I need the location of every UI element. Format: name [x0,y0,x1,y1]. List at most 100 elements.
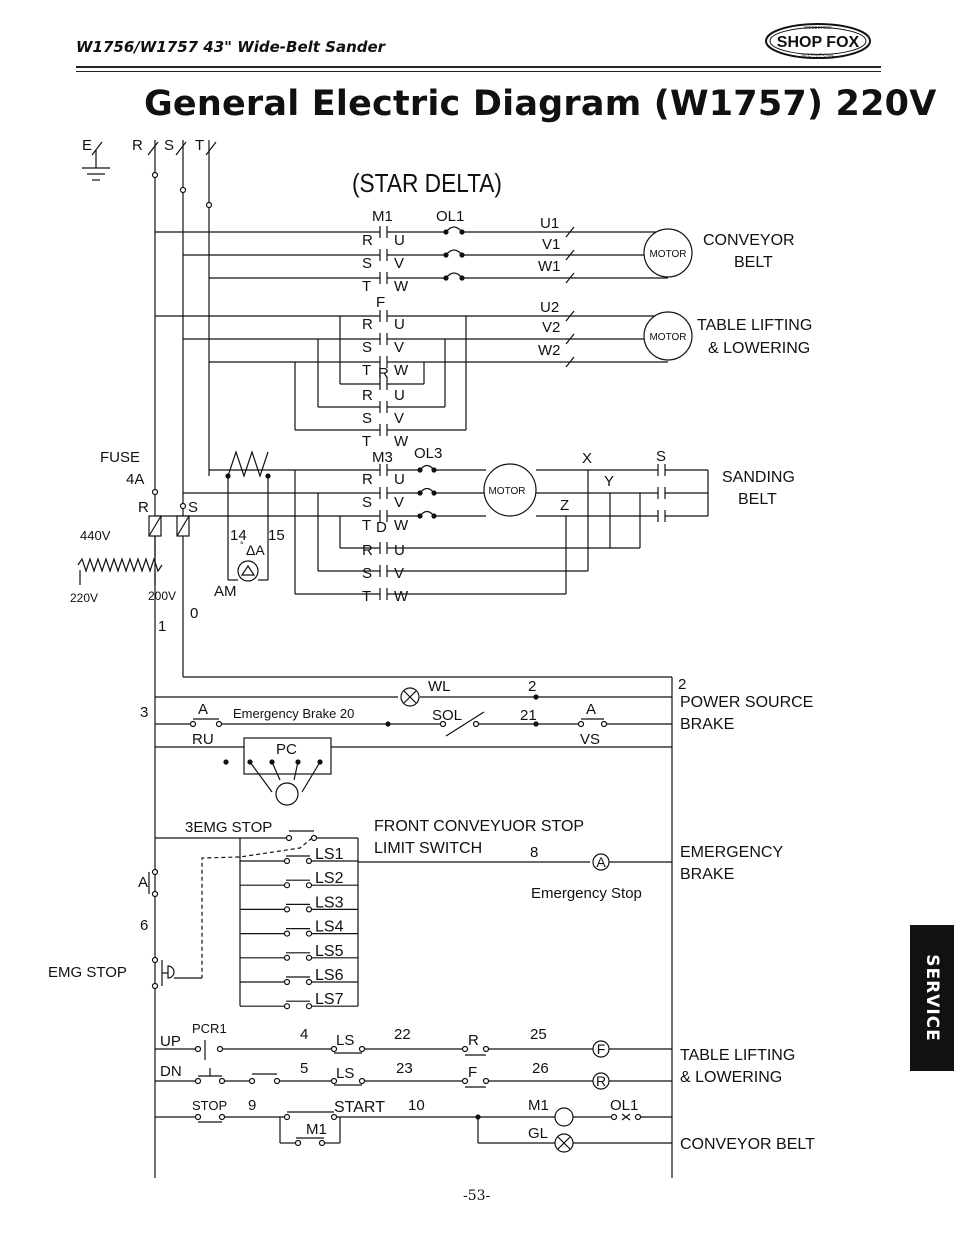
svg-text:R: R [362,471,373,488]
svg-text:LS: LS [336,1065,354,1082]
svg-text:PC: PC [276,741,297,758]
document-header-title: W1756/W1757 43" Wide-Belt Sander [76,38,386,56]
svg-text:SANDING: SANDING [722,469,795,486]
svg-text:R: R [362,387,373,404]
svg-text:R: R [378,365,389,382]
table-control: UP PCR1 4 LS 22 R 25 F DN [155,1021,795,1090]
svg-text:U2: U2 [540,299,559,316]
svg-text:VS: VS [580,731,600,748]
svg-text:10: 10 [408,1097,425,1114]
svg-text:220V: 220V [70,591,98,605]
svg-text:A: A [596,854,606,870]
svg-text:S: S [362,410,372,427]
svg-text:BRAKE: BRAKE [680,866,734,883]
svg-text:21: 21 [520,707,537,724]
svg-text:ΔA: ΔA [246,542,265,558]
svg-text:R: R [362,316,373,333]
svg-text:BELT: BELT [738,491,777,508]
supply-inputs: E R S T [82,137,217,181]
svg-text:X: X [582,450,592,467]
svg-text:W: W [394,362,409,379]
svg-text:TABLE LIFTING: TABLE LIFTING [697,317,812,334]
service-tab[interactable]: SERVICE [910,925,954,1071]
svg-text:440V: 440V [80,528,111,543]
svg-text:15: 15 [268,527,285,544]
svg-text:T: T [362,517,371,534]
svg-text:25: 25 [530,1026,547,1043]
svg-text:T: T [362,362,371,379]
svg-text:V: V [394,494,404,511]
svg-text:WL: WL [428,678,451,695]
svg-text:5: 5 [300,1060,308,1077]
svg-text:W: W [394,517,409,534]
svg-text:A: A [198,701,208,718]
svg-text:R: R [362,542,373,559]
svg-text:INTERNATIONAL: INTERNATIONAL [801,53,835,58]
svg-text:T: T [362,588,371,605]
svg-text:FUSE: FUSE [100,449,140,466]
svg-text:WOODSTOCK: WOODSTOCK [804,25,832,30]
svg-text:S: S [164,137,174,154]
svg-text:OL3: OL3 [414,445,442,462]
svg-text:SOL: SOL [432,707,462,724]
svg-text:F: F [376,294,385,311]
limit-switch-ls5: LS5 [315,943,344,960]
svg-text:LS: LS [336,1032,354,1049]
svg-text:U: U [394,542,405,559]
svg-text:CONVEYOR: CONVEYOR [703,232,795,249]
svg-text:SHOP FOX: SHOP FOX [777,34,860,51]
service-tab-label: SERVICE [922,954,942,1042]
svg-text:9: 9 [248,1097,256,1114]
svg-text:S: S [362,339,372,356]
limit-switch-ls1: LS1 [315,846,344,863]
svg-text:T: T [195,137,204,154]
svg-text:OL1: OL1 [610,1097,638,1114]
svg-text:V2: V2 [542,319,560,336]
svg-text:U1: U1 [540,215,559,232]
svg-text:Y: Y [604,473,614,490]
svg-text:CONVEYOR BELT: CONVEYOR BELT [680,1136,815,1153]
svg-text:200V: 200V [148,589,176,603]
svg-text:V: V [394,255,404,272]
fuse-transformer: FUSE 4A R S 440V 220V 200V 1 0 14 15 ° Δ… [70,449,285,635]
svg-text:2: 2 [678,676,686,693]
svg-text:4A: 4A [126,471,144,488]
svg-text:F: F [597,1041,606,1057]
svg-text:T: T [362,433,371,450]
svg-text:W: W [394,588,409,605]
svg-text:22: 22 [394,1026,411,1043]
svg-text:3EMG STOP: 3EMG STOP [185,819,272,836]
svg-text:W2: W2 [538,342,561,359]
limit-switch-ls6: LS6 [315,967,344,984]
svg-text:TABLE LIFTING: TABLE LIFTING [680,1047,795,1064]
svg-text:FRONT CONVEYUOR STOP: FRONT CONVEYUOR STOP [374,818,584,835]
svg-text:LIMIT SWITCH: LIMIT SWITCH [374,840,482,857]
svg-text:M3: M3 [372,449,393,466]
svg-text:R: R [138,499,149,516]
svg-text:R: R [132,137,143,154]
header-rule [76,66,881,68]
svg-text:14: 14 [230,527,247,544]
svg-text:R: R [468,1032,479,1049]
svg-text:EMG STOP: EMG STOP [48,964,127,981]
svg-text:Emergency Brake 20: Emergency Brake 20 [233,706,354,721]
limit-switch-ls3: LS3 [315,894,344,911]
svg-text:START: START [334,1099,385,1116]
svg-text:S: S [362,565,372,582]
svg-text:W: W [394,433,409,450]
svg-text:D: D [376,519,387,536]
svg-text:V: V [394,565,404,582]
svg-text:S: S [656,448,666,465]
svg-text:R: R [362,232,373,249]
svg-text:Emergency Stop: Emergency Stop [531,885,642,902]
svg-text:U: U [394,471,405,488]
page-title: General Electric Diagram (W1757) 220V [144,84,937,124]
svg-text:V1: V1 [542,236,560,253]
svg-text:STOP: STOP [192,1098,227,1113]
svg-text:1: 1 [158,618,166,635]
page-number: -53- [463,1188,491,1204]
svg-text:Z: Z [560,497,569,514]
